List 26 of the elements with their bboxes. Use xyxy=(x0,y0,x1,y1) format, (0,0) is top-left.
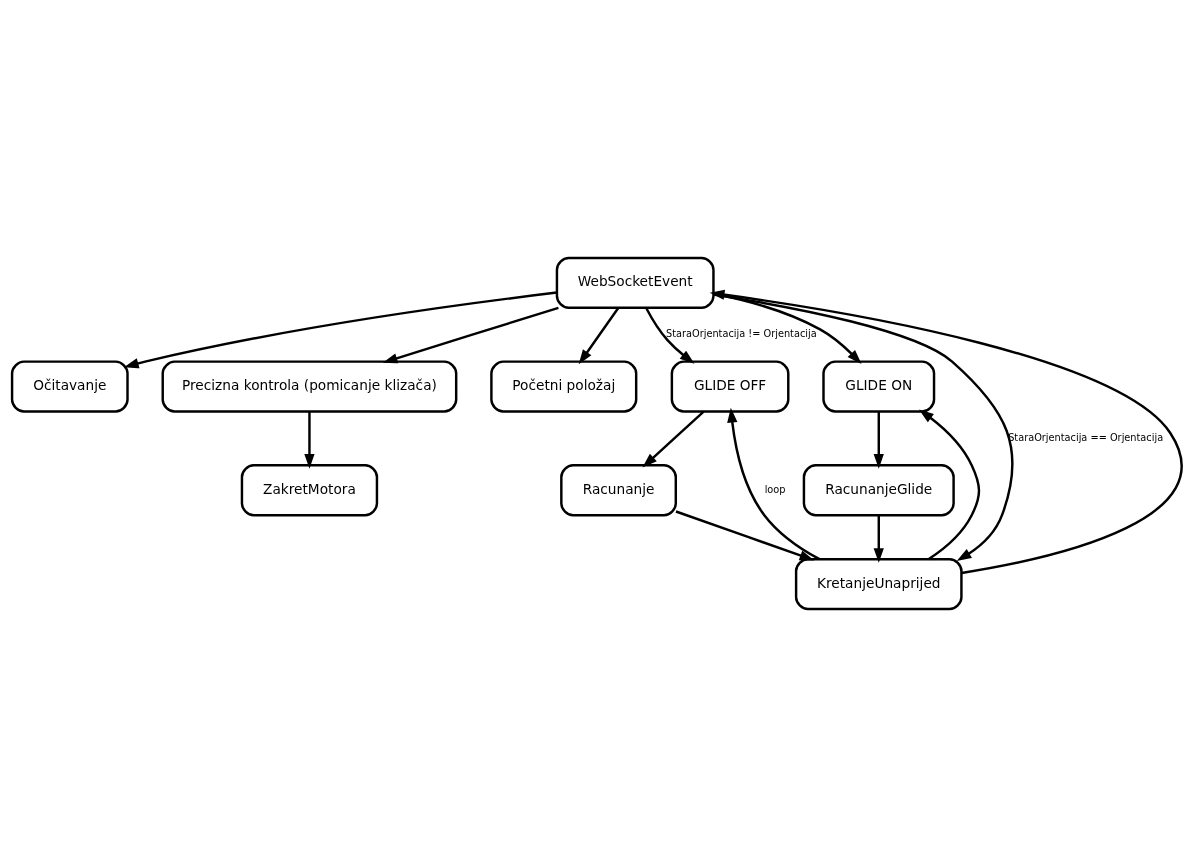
arrow xyxy=(382,306,559,364)
node-box: KretanjeUnaprijed xyxy=(794,557,963,611)
arrow xyxy=(304,411,315,469)
arrow xyxy=(642,410,705,468)
arrow xyxy=(873,411,884,469)
arrow xyxy=(873,515,884,563)
node-box: WebSocketEvent xyxy=(555,256,715,310)
arrow xyxy=(919,409,981,561)
edge-label: loop xyxy=(764,483,786,495)
node-box: RacunanjeGlide xyxy=(802,464,955,517)
node-box: GLIDE OFF xyxy=(670,360,790,413)
arrow xyxy=(645,307,695,364)
node-box: Početni položaj xyxy=(490,360,638,413)
arrow xyxy=(123,291,557,369)
arrow xyxy=(578,307,620,365)
edge-label: StaraOrjentacija != Orjentacija xyxy=(665,328,817,340)
node-box: GLIDE ON xyxy=(822,360,936,413)
node-box: Precizna kontrola (pomicanje klizača) xyxy=(161,360,458,413)
node-box: Racunanje xyxy=(560,464,677,517)
node-box: Očitavanje xyxy=(10,360,129,413)
arrow xyxy=(675,510,815,561)
arrow xyxy=(713,293,1014,561)
arrow xyxy=(727,407,821,561)
node-box: ZakretMotora xyxy=(240,464,379,517)
edge-label: StaraOrjentacija == Orjentacija xyxy=(1008,431,1164,443)
arrow xyxy=(709,289,1183,575)
